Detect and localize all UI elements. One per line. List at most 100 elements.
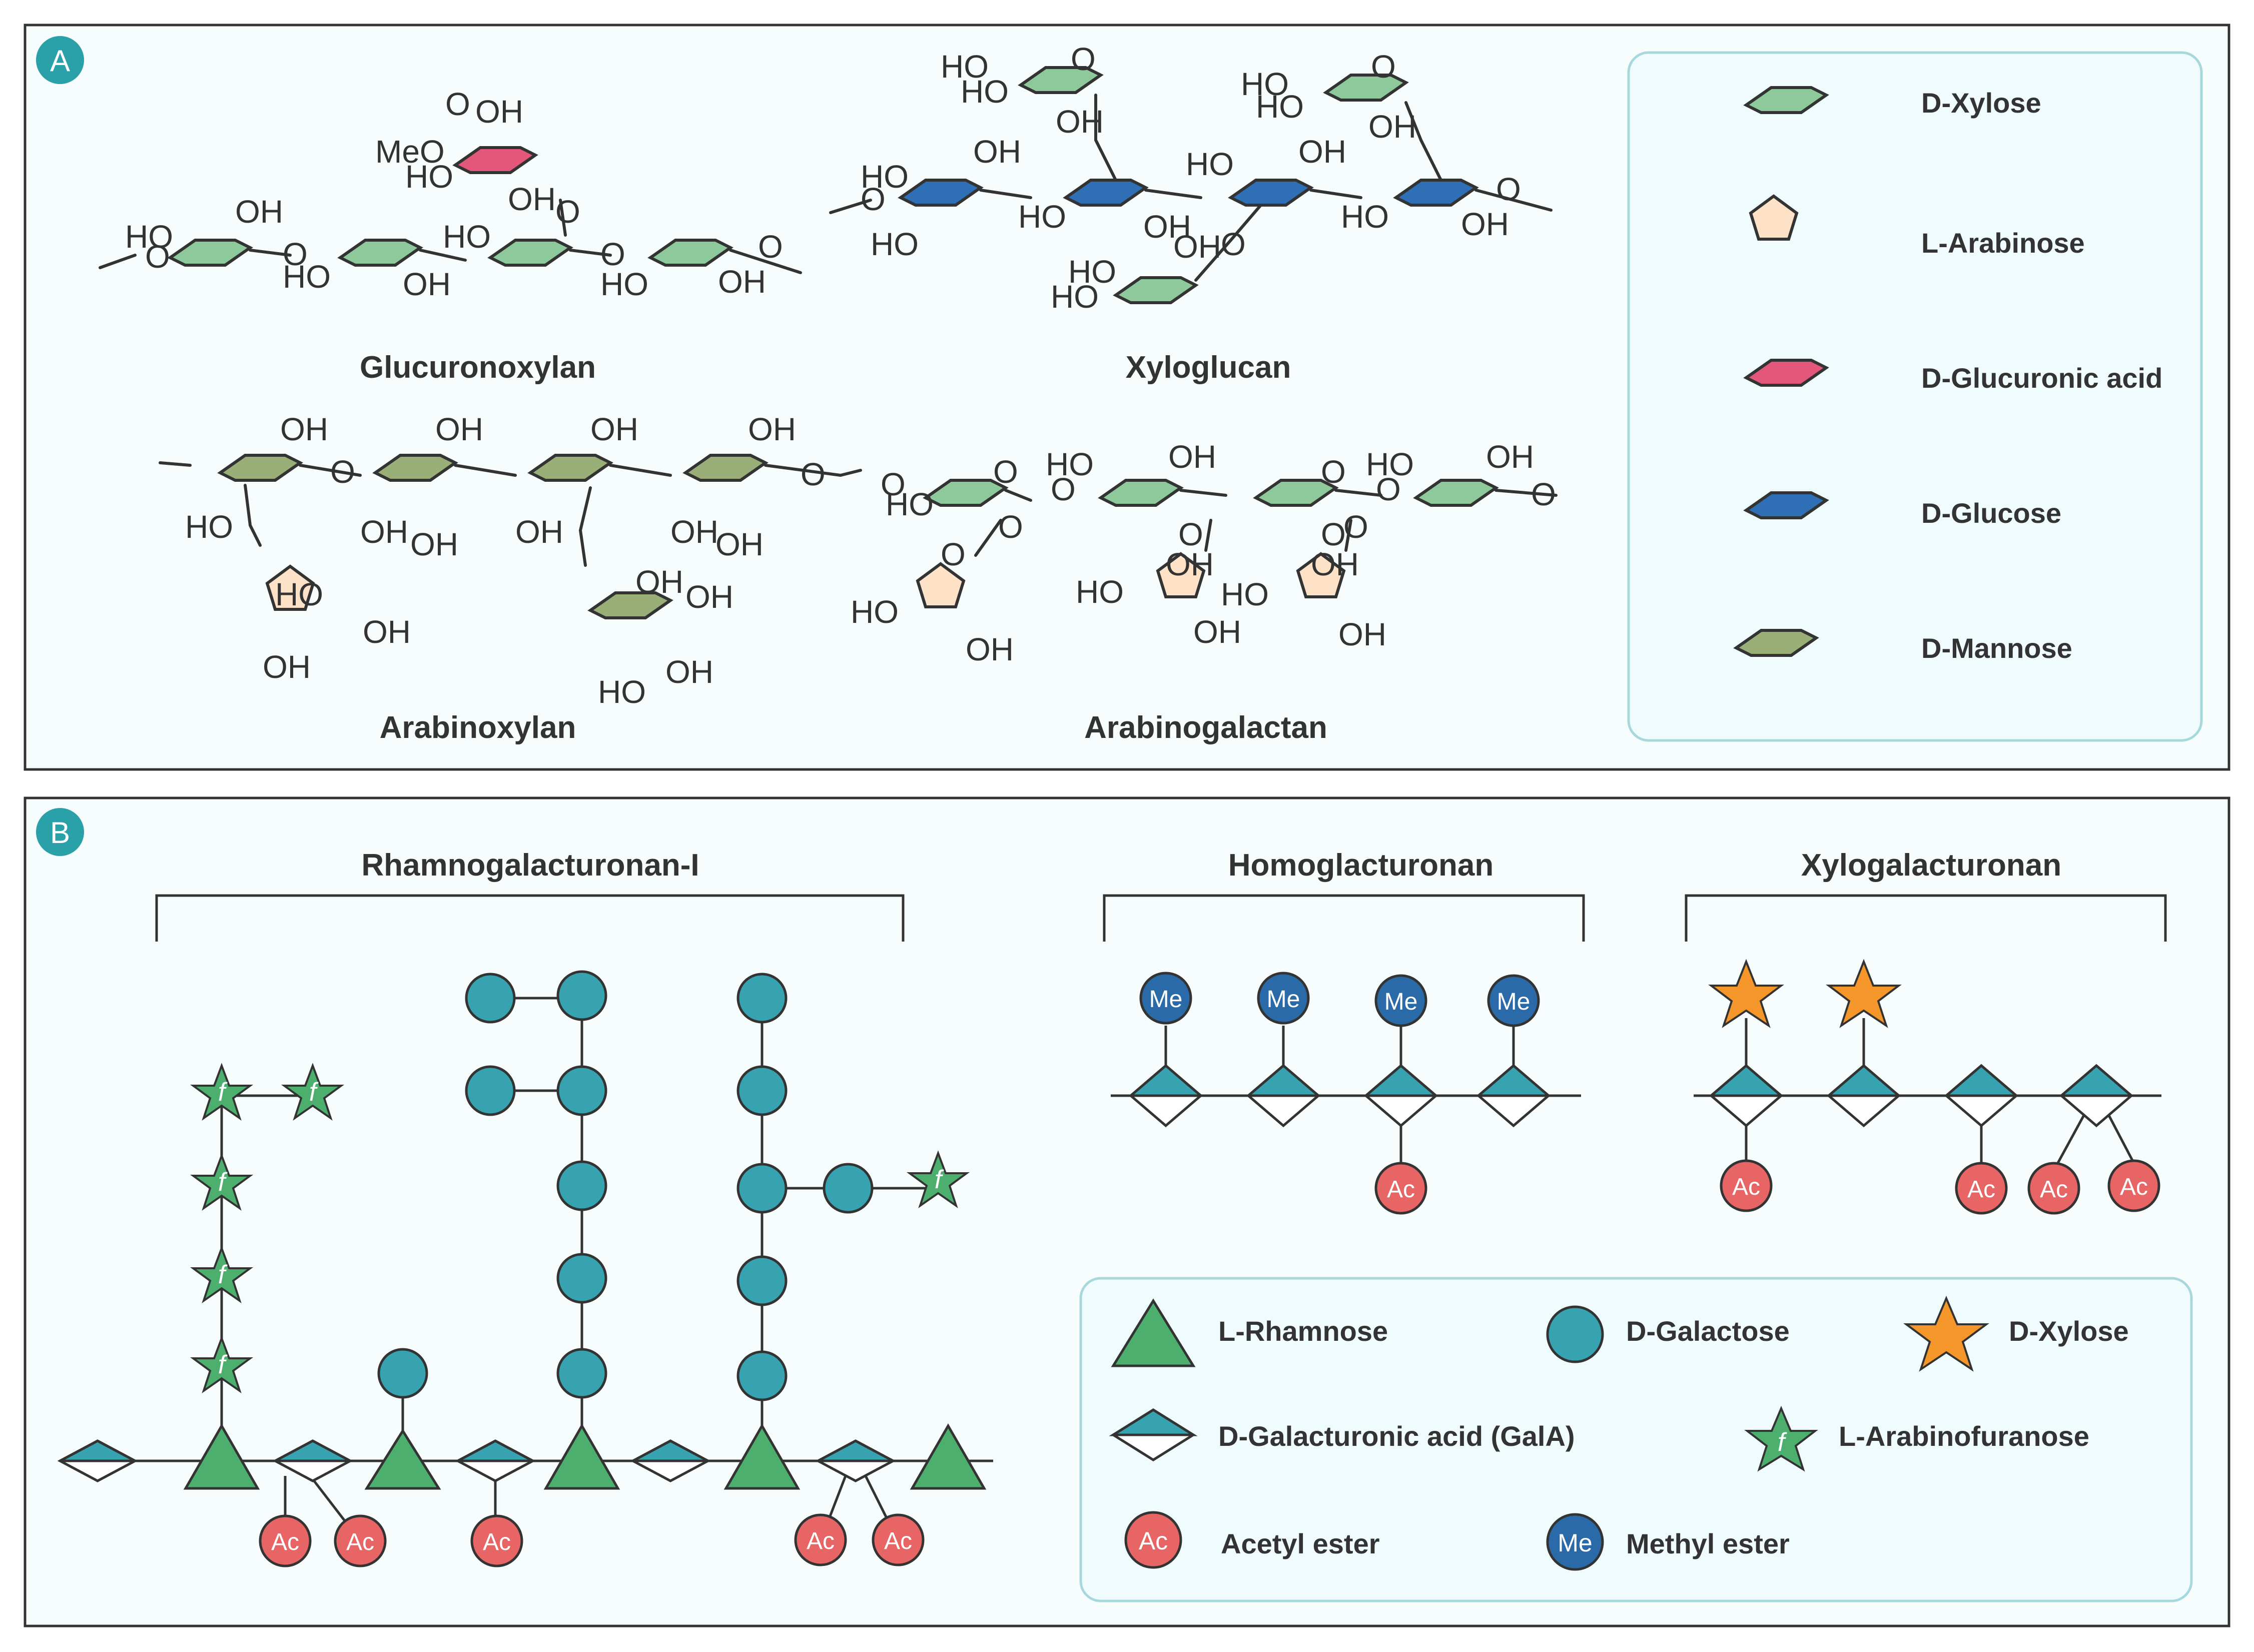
atom-label: HO xyxy=(871,226,919,262)
svg-text:Me: Me xyxy=(1149,986,1183,1013)
atom-label: OH xyxy=(410,526,458,562)
methyl-ester: Me xyxy=(1139,972,1192,1025)
atom-label: O xyxy=(758,229,783,265)
legend-glucuronic-label: D-Glucuronic acid xyxy=(1921,362,2162,394)
atom-label: HO xyxy=(961,74,1009,110)
galactose-circle xyxy=(736,973,788,1024)
gala-diamond xyxy=(1708,1064,1785,1128)
atom-label: HO xyxy=(1256,89,1304,125)
atom-label: HO xyxy=(886,486,934,522)
gala-diamond xyxy=(630,1439,711,1482)
gala-diamond xyxy=(57,1439,138,1482)
atom-label: OH xyxy=(670,514,718,550)
arabinofuranose-star: f xyxy=(190,1063,254,1121)
atom-label: OH xyxy=(665,654,713,690)
acetyl-ester: Ac xyxy=(2027,1162,2080,1215)
arabinofuranose-star: f xyxy=(190,1335,254,1394)
legend-xylose-label: D-Xylose xyxy=(1921,87,2041,119)
acetyl-ester: Ac xyxy=(334,1514,387,1567)
atom-label: OH xyxy=(235,194,283,230)
atom-label: OH xyxy=(1338,616,1386,652)
svg-text:f: f xyxy=(218,1078,228,1107)
acetyl-ester: Ac xyxy=(794,1513,847,1566)
svg-text:Ac: Ac xyxy=(1732,1174,1760,1200)
atom-label: O xyxy=(1071,41,1096,77)
glucuronoxylan-label: Glucuronoxylan xyxy=(360,350,596,385)
arabinoxylan-label: Arabinoxylan xyxy=(380,710,576,745)
galactose-circle xyxy=(556,1065,607,1116)
atom-label: OH xyxy=(263,649,311,685)
atom-label: O xyxy=(1051,471,1076,507)
atom-label: OH xyxy=(1461,206,1509,242)
rhamnose-triangle xyxy=(364,1428,441,1490)
atom-label: OH xyxy=(1056,104,1104,140)
atom-label: HO xyxy=(283,259,331,295)
gala-diamond xyxy=(455,1439,536,1482)
atom-label: O xyxy=(1371,49,1396,85)
acetyl-ester: Ac xyxy=(2107,1159,2160,1212)
atom-label: O xyxy=(1496,171,1521,207)
legend-glucose-label: D-Glucose xyxy=(1921,497,2061,529)
galactose-circle xyxy=(736,1065,788,1116)
svg-text:Me: Me xyxy=(1497,989,1531,1015)
atom-label: OH xyxy=(1166,546,1214,582)
atom-label: OH xyxy=(1193,614,1241,650)
acetyl-ester: Ac xyxy=(1374,1162,1427,1215)
atom-label: O xyxy=(1321,454,1346,490)
legend-rhamnose-symbol xyxy=(1111,1298,1196,1367)
atom-label: OH xyxy=(280,411,328,447)
galactose-circle xyxy=(377,1348,428,1399)
atom-label: HO xyxy=(861,159,909,195)
legend-gala-label: D-Galacturonic acid (GalA) xyxy=(1218,1420,1575,1452)
atom-label: O xyxy=(283,236,308,272)
acetyl-ester: Ac xyxy=(1720,1159,1773,1212)
atom-label: OH xyxy=(635,564,683,600)
glucuronoxylan-structure: O HO OH O HO OH HO O HO OH O MeO HO O OH… xyxy=(99,86,802,302)
rhamnose-triangle xyxy=(183,1423,260,1490)
gala-diamond xyxy=(1475,1064,1552,1128)
gala-diamond xyxy=(1127,1064,1204,1128)
hg-structure: Me Me Me Me Ac xyxy=(1111,972,1581,1215)
panel-b-legend: L-Rhamnose D-Galactose D-Xylose D-Galact… xyxy=(1079,1277,2193,1602)
acetyl-ester: Ac xyxy=(470,1514,523,1567)
atom-label: HO xyxy=(1018,199,1066,235)
atom-label: OH xyxy=(1143,209,1191,245)
galactose-circle xyxy=(556,1348,607,1399)
atom-label: OH xyxy=(435,411,483,447)
atom-label: OH xyxy=(508,181,556,217)
rhamnose-triangle xyxy=(910,1423,987,1490)
atom-label: O xyxy=(1343,509,1368,545)
atom-label: HO xyxy=(1366,446,1414,482)
gala-diamond xyxy=(2058,1064,2135,1128)
galactose-circle xyxy=(556,1160,607,1211)
arabinoxylan-structure: HO OH O OH OH OH OH OH OH OH OH O HO OH … xyxy=(159,411,842,710)
galactose-circle xyxy=(823,1163,874,1214)
hg-bracket xyxy=(1103,894,1585,942)
atom-label: HO xyxy=(1046,446,1094,482)
legend-arabinofuranose-label: L-Arabinofuranose xyxy=(1839,1420,2089,1452)
acetyl-ester: Ac xyxy=(872,1513,925,1566)
panel-a-legend: D-Xylose L-Arabinose D-Glucuronic acid D… xyxy=(1627,51,2203,742)
atom-label: HO xyxy=(1068,254,1116,290)
svg-text:f: f xyxy=(218,1260,228,1289)
acetyl-ester: Ac xyxy=(259,1514,312,1567)
panel-a-badge: A xyxy=(36,36,84,84)
svg-text:f: f xyxy=(1778,1428,1787,1457)
rhamnose-triangle xyxy=(723,1423,801,1490)
svg-text:f: f xyxy=(218,1168,228,1197)
arabinofuranose-star: f xyxy=(190,1245,254,1304)
svg-text:Ac: Ac xyxy=(483,1529,511,1555)
rg1-label: Rhamnogalacturonan-I xyxy=(361,848,699,883)
svg-text:Ac: Ac xyxy=(1387,1176,1415,1203)
gala-diamond xyxy=(1362,1064,1439,1128)
atom-label: HO xyxy=(851,594,899,630)
atom-label: OH xyxy=(1173,229,1221,265)
atom-label: HO xyxy=(275,576,323,612)
atom-label: OH xyxy=(966,631,1014,667)
svg-text:f: f xyxy=(309,1078,319,1107)
rg1-structure: f f f f f f Ac Ac Ac Ac Ac xyxy=(57,970,993,1567)
atom-label: O xyxy=(600,236,625,272)
galactose-circle xyxy=(556,1253,607,1304)
legend-galactose-label: D-Galactose xyxy=(1626,1315,1790,1347)
